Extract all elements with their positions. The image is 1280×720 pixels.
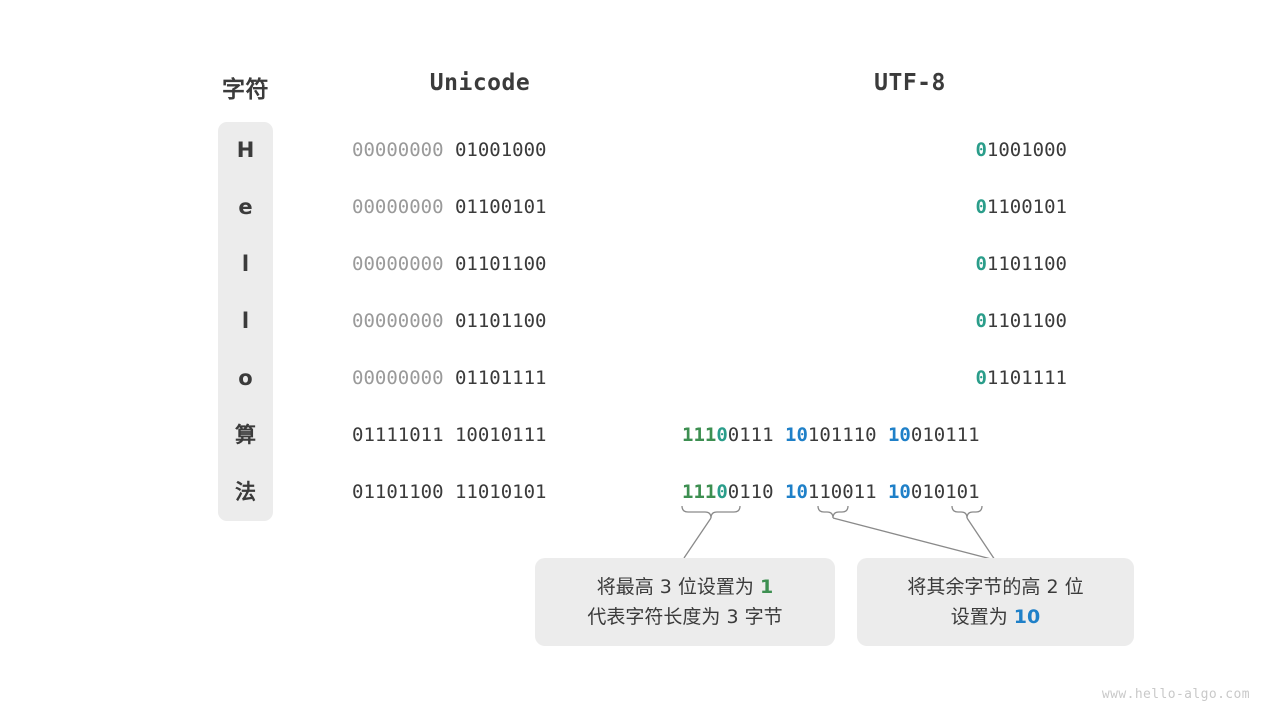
character-cell: l [241, 309, 250, 333]
utf8-bits: 01101111 [750, 367, 1067, 389]
unicode-high-byte: 01111011 [352, 424, 444, 446]
utf8-leading-zero: 0 [975, 253, 987, 275]
unicode-space [444, 481, 455, 503]
utf8-payload: 010101 [910, 481, 980, 503]
brace-byte2-marker [817, 505, 849, 519]
utf8-space [877, 481, 888, 503]
unicode-high-byte: 00000000 [352, 310, 444, 332]
unicode-bits: 01111011 10010111 [352, 424, 546, 446]
utf8-payload: 0110 [727, 481, 774, 503]
unicode-space [444, 196, 455, 218]
column-header-character: 字符 [222, 77, 269, 103]
utf8-space [774, 481, 785, 503]
leader-right-callout-b [966, 517, 996, 561]
unicode-bits: 00000000 01101100 [352, 310, 546, 332]
unicode-bits: 00000000 01101100 [352, 253, 546, 275]
unicode-low-byte: 01101100 [454, 310, 547, 332]
callout-left-highlight: 1 [759, 576, 774, 598]
unicode-space [444, 424, 455, 446]
utf8-payload: 1100101 [986, 196, 1067, 218]
character-cell: o [238, 366, 253, 390]
utf8-continuation-marker: 10 [785, 424, 808, 446]
utf8-bits: 01100101 [750, 196, 1067, 218]
watermark: www.hello-algo.com [1101, 687, 1250, 702]
utf8-marker-terminator: 0 [716, 481, 728, 503]
callout-right-line-1: 将其余字节的高 2 位 [907, 576, 1084, 598]
callout-right-line-2: 设置为 10 [951, 602, 1041, 632]
callout-left-line-2: 代表字符长度为 3 字节 [587, 606, 783, 628]
utf8-bits: 01001000 [750, 139, 1067, 161]
unicode-high-byte: 00000000 [352, 139, 444, 161]
character-cell: 算 [235, 423, 256, 447]
utf8-payload: 0111 [727, 424, 774, 446]
character-cell: e [238, 195, 253, 219]
unicode-high-byte: 00000000 [352, 253, 444, 275]
utf8-bits: 11100110 10110011 10010101 [682, 481, 980, 503]
callout-left-line-1: 将最高 3 位设置为 1 [597, 572, 773, 602]
utf8-payload: 1101111 [986, 367, 1067, 389]
utf8-bits: 01101100 [750, 253, 1067, 275]
utf8-leading-zero: 0 [975, 196, 987, 218]
utf8-payload: 1101100 [986, 310, 1067, 332]
callout-left-line1-text: 将最高 3 位设置为 [596, 576, 760, 598]
utf8-space [877, 424, 888, 446]
utf8-payload: 1001000 [986, 139, 1067, 161]
character-column-background [218, 122, 273, 521]
utf8-payload: 010111 [910, 424, 980, 446]
utf8-continuation-marker: 10 [785, 481, 808, 503]
utf8-marker-terminator: 0 [716, 424, 728, 446]
column-header-utf8: UTF-8 [874, 70, 946, 96]
unicode-bits: 01101100 11010101 [352, 481, 546, 503]
unicode-low-byte: 01101111 [454, 367, 547, 389]
column-header-unicode: Unicode [429, 70, 531, 96]
unicode-low-byte: 01001000 [454, 139, 547, 161]
callout-right-highlight: 10 [1013, 606, 1041, 628]
utf8-payload: 1101100 [986, 253, 1067, 275]
utf8-leading-zero: 0 [975, 367, 987, 389]
unicode-space [444, 367, 455, 389]
unicode-bits: 00000000 01001000 [352, 139, 546, 161]
unicode-low-byte: 11010101 [454, 481, 547, 503]
unicode-space [444, 310, 455, 332]
utf8-bits: 01101100 [750, 310, 1067, 332]
utf8-bits: 11100111 10101110 10010111 [682, 424, 980, 446]
utf8-leading-zero: 0 [975, 139, 987, 161]
unicode-bits: 00000000 01101111 [352, 367, 546, 389]
unicode-low-byte: 10010111 [454, 424, 547, 446]
unicode-bits: 00000000 01100101 [352, 196, 546, 218]
utf8-payload: 101110 [807, 424, 877, 446]
utf8-space [774, 424, 785, 446]
unicode-high-byte: 00000000 [352, 196, 444, 218]
utf8-length-marker: 111 [682, 424, 717, 446]
utf8-payload: 110011 [807, 481, 877, 503]
unicode-low-byte: 01101100 [454, 253, 547, 275]
unicode-high-byte: 00000000 [352, 367, 444, 389]
utf8-continuation-marker: 10 [887, 481, 911, 503]
leader-right-callout-a [832, 517, 996, 561]
leader-left-callout [683, 517, 712, 559]
brace-byte3-marker [951, 505, 983, 519]
character-cell: l [241, 252, 250, 276]
character-cell: H [236, 138, 255, 162]
unicode-space [444, 139, 455, 161]
brace-byte1-marker [681, 505, 741, 519]
callout-length-marker: 将最高 3 位设置为 1 代表字符长度为 3 字节 [535, 558, 835, 646]
utf8-leading-zero: 0 [975, 310, 987, 332]
character-cell: 法 [235, 480, 256, 504]
utf8-continuation-marker: 10 [887, 424, 911, 446]
utf8-length-marker: 111 [682, 481, 717, 503]
callout-continuation-marker: 将其余字节的高 2 位 设置为 10 [857, 558, 1134, 646]
callout-right-line2-text: 设置为 [950, 606, 1014, 628]
unicode-space [444, 253, 455, 275]
unicode-high-byte: 01101100 [352, 481, 444, 503]
unicode-low-byte: 01100101 [454, 196, 547, 218]
